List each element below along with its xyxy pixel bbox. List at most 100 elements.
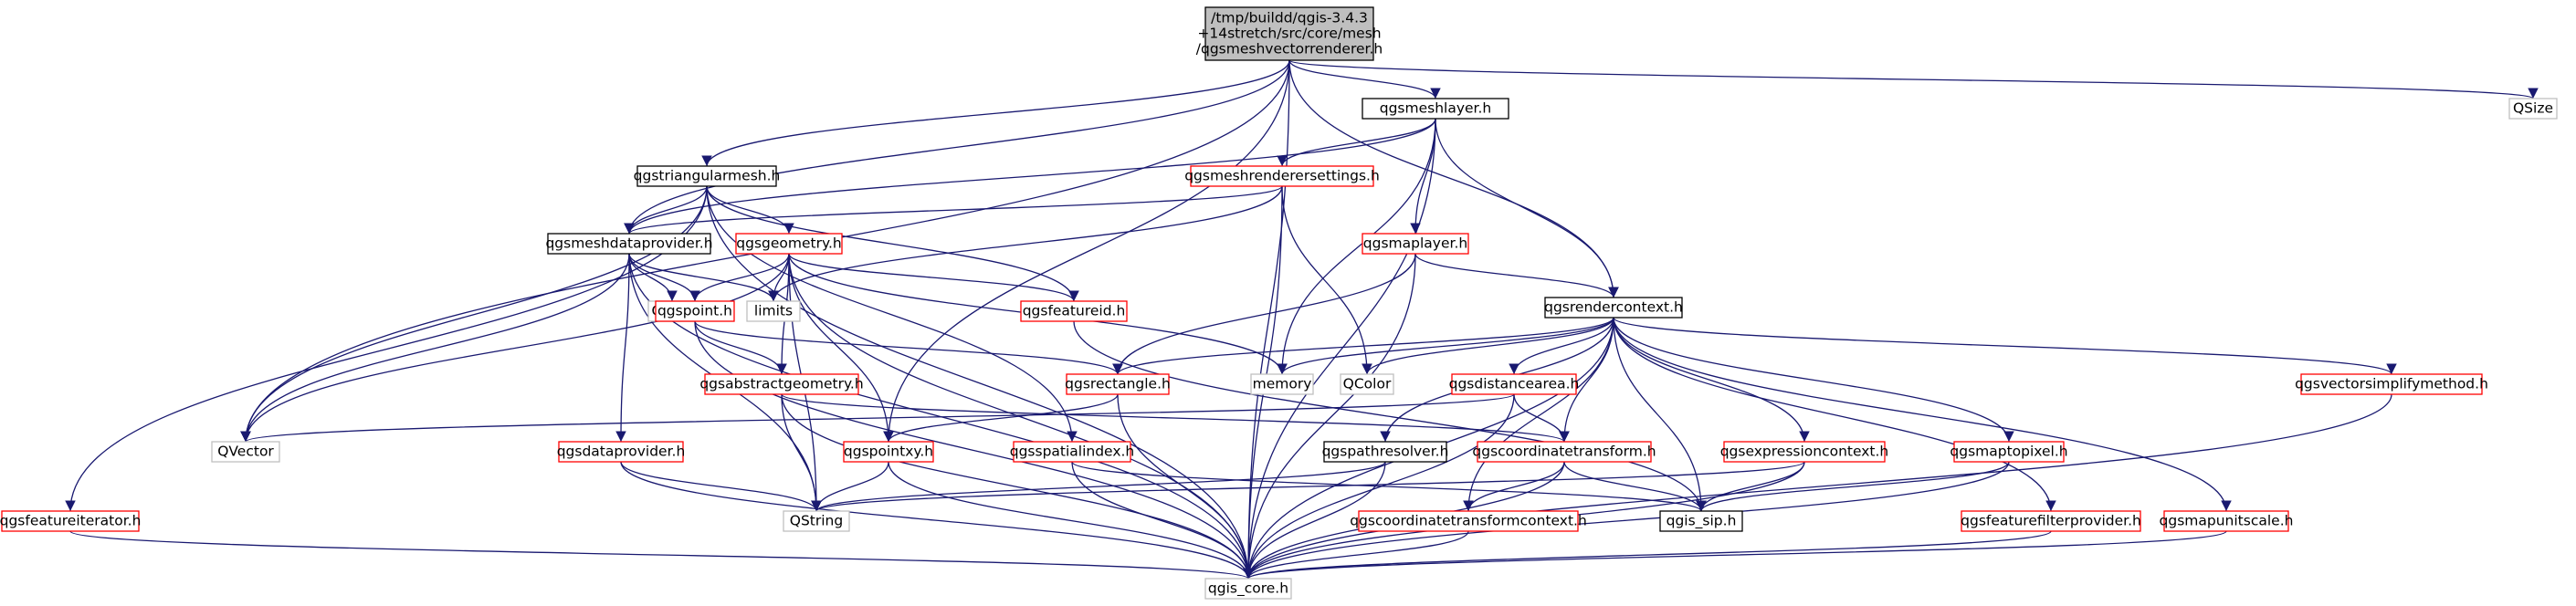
node-qsize[interactable]: QSize [2508,98,2558,120]
node-featureiterator[interactable]: qgsfeatureiterator.h [0,510,141,532]
edge-dataprovider-to-qgiscore [620,461,1254,580]
node-label-meshrenderersettings: qgsmeshrenderersettings.h [1184,168,1380,184]
node-label-meshlayer: qgsmeshlayer.h [1380,100,1492,117]
node-label-rectangle: qgsrectangle.h [1065,376,1171,392]
node-qgissip[interactable]: qgis_sip.h [1659,510,1743,532]
node-box-coordinatetransform [1477,441,1652,463]
node-maplayer[interactable]: qgsmaplayer.h [1362,233,1469,255]
node-pointxy[interactable]: qgspointxy.h [843,441,934,463]
edge-point-to-qgiscore [694,320,1254,580]
node-box-geometry [735,233,843,255]
node-mapunitscale[interactable]: qgsmapunitscale.h [2160,510,2294,532]
node-box-meshlayer [1362,98,1509,120]
edge-featurefilterprovider-to-qgiscore [1243,530,2052,580]
node-abstractgeometry[interactable]: qgsabstractgeometry.h [699,373,864,395]
edge-meshdataprovider-to-qvector [240,253,630,443]
node-box-qgissip [1659,510,1743,532]
node-qcolor[interactable]: QColor [1340,373,1394,395]
node-meshlayer[interactable]: qgsmeshlayer.h [1362,98,1509,120]
node-qgiscore[interactable]: qgis_core.h [1204,578,1292,600]
edge-rendercontext-to-coordinatetransformcontext [1463,317,1614,512]
edge-rendercontext-to-featurefilterprovider [1613,317,2056,512]
node-label-spatialindex: qgsspatialindex.h [1010,444,1135,460]
node-label-coordinatetransformcontext: qgscoordinatetransformcontext.h [1350,513,1587,529]
node-label-qgiscore: qgis_core.h [1208,580,1288,598]
edge-maptopixel-to-qgiscore [1243,461,2010,580]
node-vectorsimplifymethod[interactable]: qgsvectorsimplifymethod.h [2295,373,2488,395]
node-label-qcolor: QColor [1343,376,1392,392]
node-label-mapunitscale: qgsmapunitscale.h [2160,513,2294,529]
node-box-qcolor [1340,373,1394,395]
node-spatialindex[interactable]: qgsspatialindex.h [1010,441,1135,463]
node-rectangle[interactable]: qgsrectangle.h [1065,373,1171,395]
node-label-maptopixel: qgsmaptopixel.h [1950,444,2067,460]
node-root[interactable]: /tmp/buildd/qgis-3.4.3+14stretch/src/cor… [1196,6,1383,61]
node-label-qvector: QVector [217,444,274,460]
node-box-distancearea [1451,373,1577,395]
node-box-featureid [1020,300,1128,322]
edge-rendercontext-to-rectangle [1112,317,1614,375]
node-label-abstractgeometry: qgsabstractgeometry.h [699,376,863,392]
edge-pathresolver-to-qgiscore [1243,461,1386,580]
node-box-limits [746,300,801,322]
node-point[interactable]: qgspoint.h [655,300,735,322]
node-coordinatetransformcontext[interactable]: qgscoordinatetransformcontext.h [1350,510,1587,532]
node-box-featurefilterprovider [1961,510,2141,532]
node-label-qsize: QSize [2513,100,2553,117]
node-label-qgissip: qgis_sip.h [1667,513,1737,530]
edge-maplayer-to-rectangle [1112,253,1416,375]
edge-vectorsimplifymethod-to-qgiscore [1243,393,2392,580]
edge-coordinatetransformcontext-to-qgiscore [1243,530,1469,580]
node-box-abstractgeometry [704,373,859,395]
node-distancearea[interactable]: qgsdistancearea.h [1449,373,1580,395]
edge-geometry-to-featureid [788,253,1079,302]
node-maptopixel[interactable]: qgsmaptopixel.h [1950,441,2068,463]
edge-meshlayer-to-rendercontext [1435,118,1619,298]
node-label-rendercontext: qgsrendercontext.h [1544,299,1683,316]
edge-maptopixel-to-qgissip [1696,461,2010,512]
edge-meshlayer-to-qgiscore [1243,118,1436,580]
edge-abstractgeometry-to-coordinatetransform [781,393,1570,443]
node-box-coordinatetransformcontext [1358,510,1579,532]
node-dataprovider[interactable]: qgsdataprovider.h [557,441,686,463]
node-qstring[interactable]: QString [783,510,850,532]
node-box-triangularmesh [636,165,777,187]
edge-triangularmesh-to-qgiscore [706,185,1254,580]
edge-point-to-abstractgeometry [694,320,787,375]
edge-rendercontext-to-expressioncontext [1613,317,1810,443]
node-pathresolver[interactable]: qgspathresolver.h [1322,441,1449,463]
node-box-qvector [211,441,280,463]
node-box-mapunitscale [2163,510,2289,532]
edge-coordinatetransform-to-coordinatetransformcontext [1463,461,1565,512]
edge-meshdataprovider-to-point [628,253,700,302]
node-coordinatetransform[interactable]: qgscoordinatetransform.h [1472,441,1656,463]
node-expressioncontext[interactable]: qgsexpressioncontext.h [1720,441,1889,463]
edge-point-to-rectangle [694,320,1123,375]
node-qvector[interactable]: QVector [211,441,280,463]
edge-rendercontext-to-mapunitscale [1613,317,2232,512]
edge-meshlayer-to-memory [1277,118,1436,375]
node-box-qsize [2508,98,2558,120]
node-memory[interactable]: memory [1250,373,1314,395]
edge-rectangle-to-qgiscore [1117,393,1254,580]
node-label-geometry: qgsgeometry.h [736,235,841,252]
node-geometry[interactable]: qgsgeometry.h [735,233,843,255]
node-limits[interactable]: limits [746,300,801,322]
node-featurefilterprovider[interactable]: qgsfeaturefilterprovider.h [1961,510,2141,532]
node-box-qstring [783,510,850,532]
edge-meshrenderersettings-to-limits [768,185,1283,302]
node-meshrenderersettings[interactable]: qgsmeshrenderersettings.h [1184,165,1380,187]
edge-root-to-qgiscore [1243,59,1290,580]
node-featureid[interactable]: qgsfeatureid.h [1020,300,1128,322]
edge-meshrenderersettings-to-meshdataprovider [624,185,1283,235]
node-triangularmesh[interactable]: qgstriangularmesh.h [634,165,781,187]
node-label-featurefilterprovider: qgsfeaturefilterprovider.h [1961,513,2141,529]
edge-pointxy-to-qgiscore [888,461,1254,580]
node-rendercontext[interactable]: qgsrendercontext.h [1544,297,1683,319]
edge-meshrenderersettings-to-qcolor [1281,185,1372,375]
edge-triangularmesh-to-meshdataprovider [624,185,708,235]
node-box-maptopixel [1953,441,2065,463]
edge-root-to-meshlayer [1288,59,1441,99]
node-meshdataprovider[interactable]: qgsmeshdataprovider.h [545,233,713,255]
